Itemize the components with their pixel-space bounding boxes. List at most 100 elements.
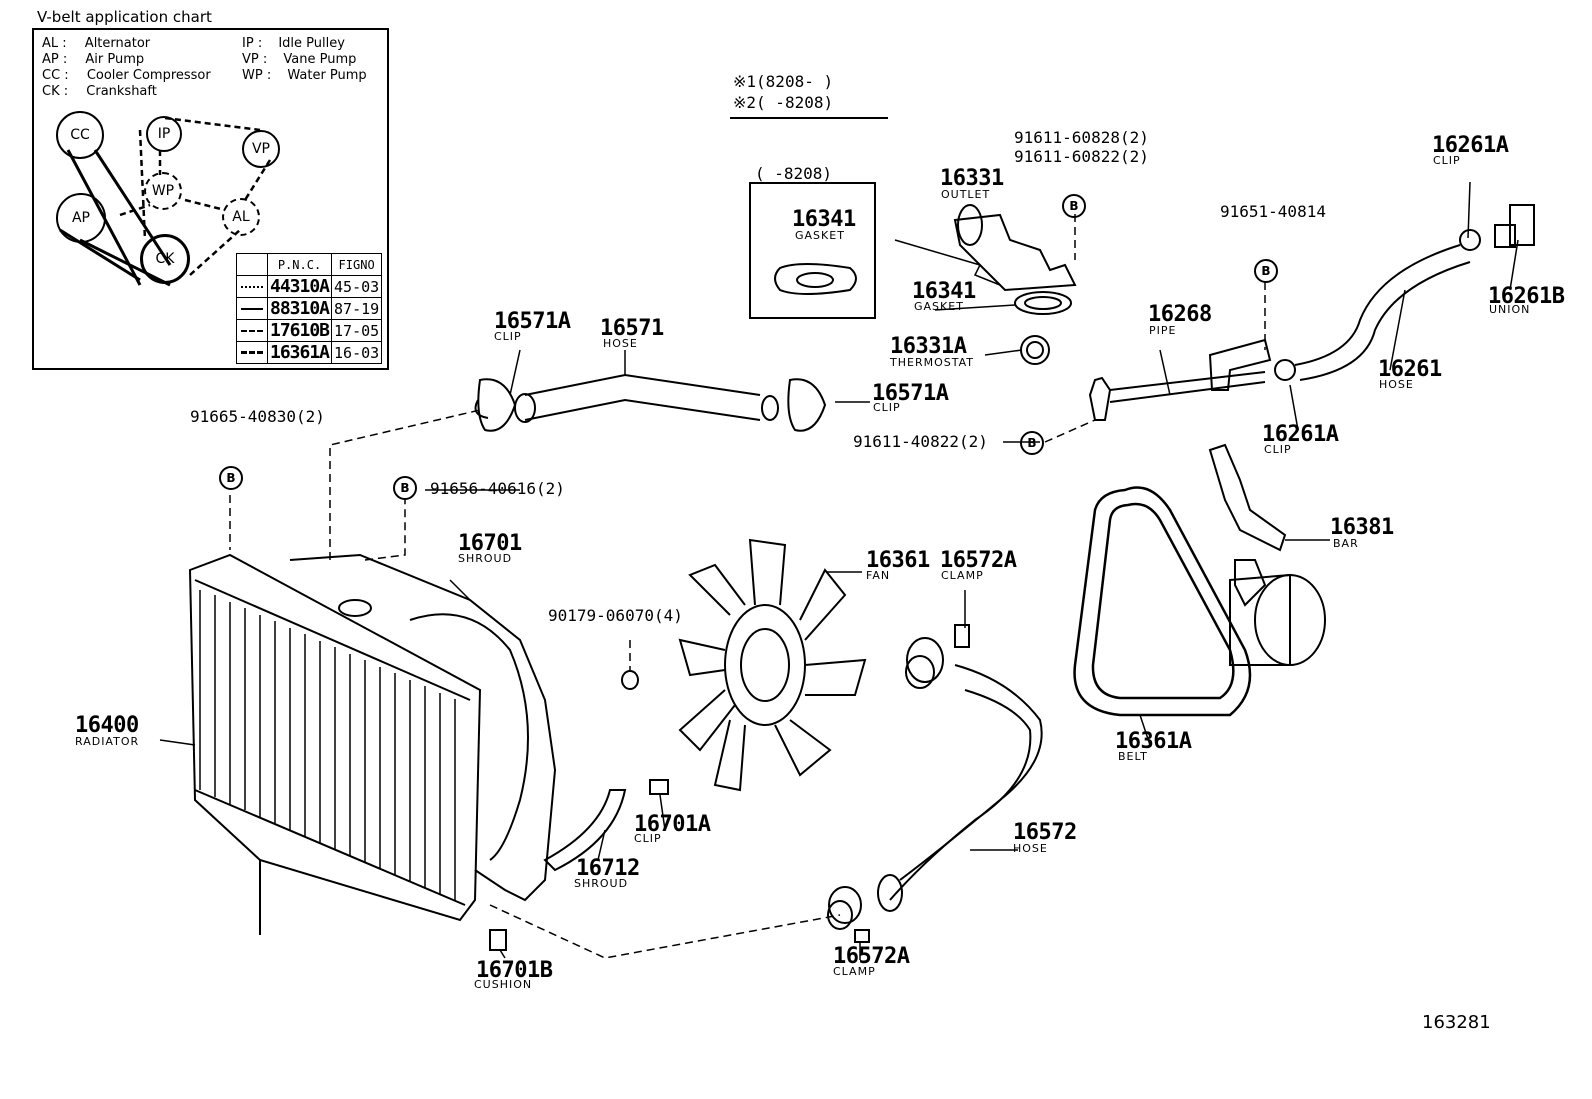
- legend-name: Alternator: [84, 36, 151, 51]
- clip-16571A-left: [474, 378, 517, 432]
- part-name: GASKET: [795, 229, 845, 242]
- bolt-symbol: B: [1254, 259, 1278, 283]
- pnc-code: 88310A: [266, 297, 333, 320]
- part-name: SHROUD: [458, 552, 513, 565]
- part-name: THERMOSTAT: [890, 356, 974, 369]
- pnc-header: P.N.C.: [266, 253, 333, 276]
- part-name: CLIP: [494, 330, 522, 343]
- part-number: 16261A: [1432, 133, 1509, 158]
- part-name: GASKET: [914, 300, 964, 313]
- belt-chart-title: V-belt application chart: [37, 8, 212, 26]
- part-number: 16341: [912, 279, 976, 304]
- part-name: FAN: [866, 569, 891, 582]
- note-1: ※1(8208- ): [733, 72, 834, 91]
- clip-16701A-drawing: [649, 779, 669, 795]
- part-number: 16572A: [940, 548, 1017, 573]
- line-style-swatch: [236, 341, 268, 364]
- part-name: PIPE: [1149, 324, 1177, 337]
- legend-name: Cooler Compressor: [86, 68, 211, 83]
- part-name: OUTLET: [941, 188, 991, 201]
- legend-abbr: WP: [242, 68, 263, 83]
- part-name: HOSE: [1379, 378, 1414, 391]
- line-style-swatch: [236, 319, 268, 342]
- hose-16261-drawing: [1274, 204, 1535, 381]
- legend-abbr: IP: [242, 36, 254, 51]
- legend-abbr: AL: [42, 36, 59, 51]
- bar-16381-drawing: [1208, 443, 1287, 552]
- part-number: 16701A: [634, 812, 711, 837]
- part-number: 16571: [600, 316, 664, 341]
- line-style-swatch: [236, 297, 268, 320]
- pnc-code: 44310A: [266, 275, 333, 298]
- part-number: 16572A: [833, 944, 910, 969]
- fig-number: 87-19: [331, 297, 383, 320]
- gasket-16341-ring: [1014, 291, 1072, 315]
- radiator-16400-drawing: [188, 553, 482, 935]
- ref-91611-40822: 91611-40822(2): [853, 432, 988, 451]
- part-number: 16400: [75, 713, 139, 738]
- part-number: 16261B: [1488, 284, 1565, 309]
- part-name: CLIP: [634, 832, 662, 845]
- pnc-code: 16361A: [266, 341, 333, 364]
- water-pump-drawing: [1229, 559, 1326, 666]
- gasket-16341-drawing: [774, 263, 857, 295]
- part-name: SHROUD: [574, 877, 629, 890]
- pulley-ck: CK: [140, 234, 190, 284]
- outlet-16331-drawing: [894, 204, 1077, 292]
- clamp-16572A-top: [905, 624, 970, 689]
- legend-name: Water Pump: [287, 68, 367, 83]
- part-number: 16341: [792, 207, 856, 232]
- leader-lines: [159, 181, 1519, 960]
- part-name: UNION: [1489, 303, 1531, 316]
- ref-91651-40814: 91651-40814: [1220, 202, 1326, 221]
- part-number: 16571A: [494, 309, 571, 334]
- pnc-row: 88310A 87-19: [236, 297, 383, 320]
- part-name: RADIATOR: [75, 735, 140, 748]
- shroud-16701-drawing: [289, 553, 557, 902]
- part-number: 16701B: [476, 958, 553, 983]
- legend-name: Idle Pulley: [278, 36, 345, 51]
- bolt-symbol: B: [1020, 431, 1044, 455]
- legend-abbr: AP: [42, 52, 59, 67]
- line-style-swatch: [236, 275, 268, 298]
- gasket-range-note: ( -8208): [755, 164, 833, 183]
- legend-name: Crankshaft: [86, 84, 157, 99]
- shroud-16712-drawing: [543, 789, 627, 872]
- part-name: CLIP: [873, 401, 901, 414]
- pulley-wp: WP: [144, 172, 182, 210]
- part-name: HOSE: [1013, 842, 1048, 855]
- part-number: 16361A: [1115, 729, 1192, 754]
- legend-name: Air Pump: [85, 52, 145, 67]
- legend-abbr: CC: [42, 68, 61, 83]
- pnc-code: 17610B: [266, 319, 333, 342]
- bolt-symbol: B: [393, 476, 417, 500]
- pulley-al: AL: [222, 198, 260, 236]
- part-name: HOSE: [603, 337, 638, 350]
- ref-91611-60822: 91611-60822(2): [1014, 147, 1149, 166]
- legend-abbr: CK: [42, 84, 60, 99]
- part-name: BELT: [1118, 750, 1148, 763]
- part-number: 16261A: [1262, 422, 1339, 447]
- pnc-table: P.N.C. FIGNO 44310A 45-03 88310A 87-19 1…: [236, 253, 383, 364]
- pulley-ap: AP: [56, 193, 106, 243]
- ref-91665-40830: 91665-40830(2): [190, 407, 325, 426]
- part-name: CLAMP: [941, 569, 984, 582]
- ref-90179-06070: 90179-06070(4): [548, 606, 683, 625]
- note-2: ※2( -8208): [733, 93, 834, 112]
- part-name: BAR: [1333, 537, 1359, 550]
- part-number: 16712: [576, 856, 640, 881]
- ref-91656-40616: 91656-40616(2): [430, 479, 565, 498]
- nut-90179-drawing: [621, 670, 639, 690]
- clip-16571A-right: [787, 378, 827, 432]
- hose-16572-drawing: [877, 664, 1043, 912]
- part-name: CLAMP: [833, 965, 876, 978]
- part-number: 16572: [1013, 820, 1077, 845]
- fig-number: 17-05: [331, 319, 383, 342]
- gasket-range-box: [749, 182, 876, 319]
- legend-name: Vane Pump: [283, 52, 357, 67]
- part-number: 16268: [1148, 302, 1212, 327]
- pnc-row: 44310A 45-03: [236, 275, 383, 298]
- pipe-16268-drawing: [1088, 338, 1272, 421]
- legend-abbr: VP: [242, 52, 259, 67]
